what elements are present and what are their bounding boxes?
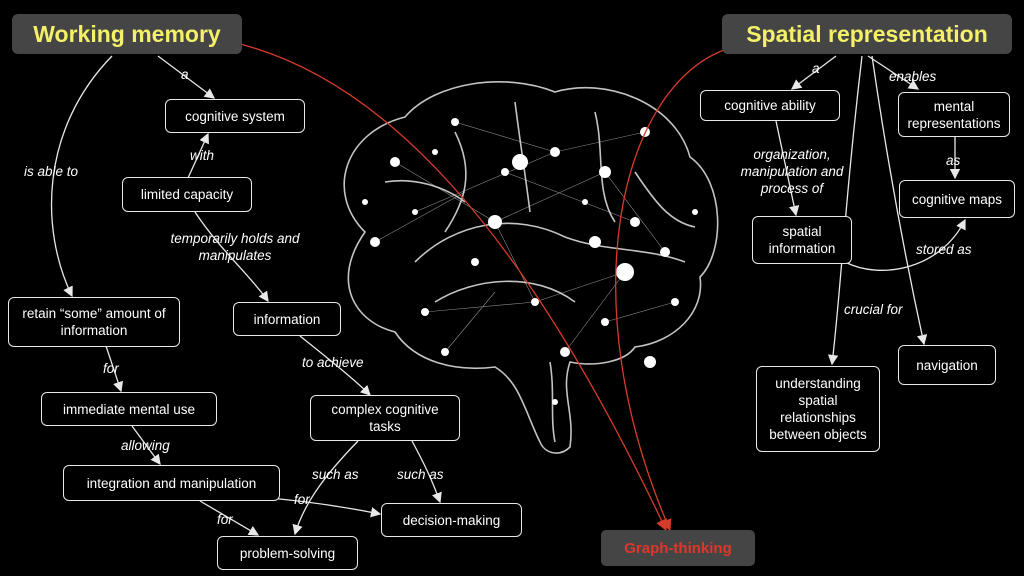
label-allowing: allowing: [121, 438, 170, 453]
label-a-left: a: [181, 67, 189, 82]
node-retain-information: retain “some” amount of information: [8, 297, 180, 347]
label-crucial-for: crucial for: [844, 302, 903, 317]
edge-information-complex: [299, 335, 371, 396]
node-information: information: [233, 302, 341, 336]
edge-immediate-integration: [131, 425, 161, 466]
edge-sr-mental: [867, 55, 920, 90]
node-integration-manipulation: integration and manipulation: [63, 465, 280, 501]
edge-retain-immediate: [105, 345, 124, 393]
brain-network-illustration: [343, 81, 719, 454]
edge-sr-graph-thinking: [615, 49, 725, 532]
label-is-able-to: is able to: [24, 164, 79, 179]
edge-wm-retain: [50, 55, 113, 298]
node-decision-making: decision-making: [381, 503, 522, 537]
label-a-right: a: [812, 61, 820, 76]
node-spatial-information: spatial information: [752, 216, 852, 264]
label-as: as: [946, 153, 961, 168]
label-to-achieve: to achieve: [302, 355, 364, 370]
working-memory-title: Working memory: [12, 14, 242, 54]
node-immediate-mental-use: immediate mental use: [41, 392, 217, 426]
edge-integration-problem: [199, 500, 260, 536]
edge-spatial-maps: [844, 218, 966, 271]
label-for-1: for: [103, 361, 119, 376]
label-such-as-1: such as: [312, 467, 359, 482]
node-problem-solving: problem-solving: [217, 536, 358, 570]
spatial-representation-title: Spatial representation: [722, 14, 1012, 54]
label-with: with: [190, 148, 215, 163]
label-stored-as: stored as: [916, 242, 972, 257]
label-organization: organization, manipulation and process o…: [740, 147, 844, 196]
label-such-as-2: such as: [397, 467, 444, 482]
node-understanding-spatial: understanding spatial relationships betw…: [756, 366, 880, 452]
node-mental-representations: mental representations: [898, 92, 1010, 137]
edge-wm-cognitive-system: [157, 55, 216, 99]
edge-complex-decision: [411, 440, 442, 504]
node-complex-cognitive-tasks: complex cognitive tasks: [310, 395, 460, 441]
edge-wm-graph-thinking: [239, 43, 667, 532]
node-cognitive-system: cognitive system: [165, 99, 305, 133]
edge-limited-capacity-system: [187, 132, 209, 179]
node-navigation: navigation: [898, 345, 996, 385]
label-enables: enables: [889, 69, 937, 84]
label-for-3: for: [217, 512, 233, 527]
edge-complex-problem: [292, 440, 359, 536]
graph-thinking-box: Graph-thinking: [601, 530, 755, 566]
edge-sr-ability: [790, 55, 837, 90]
edge-sr-navigation: [871, 55, 928, 346]
node-cognitive-maps: cognitive maps: [899, 180, 1015, 218]
node-cognitive-ability: cognitive ability: [700, 90, 840, 121]
node-limited-capacity: limited capacity: [122, 177, 252, 212]
edge-capacity-information: [194, 211, 269, 303]
label-for-2: for: [294, 492, 310, 507]
label-temporarily-holds: temporarily holds and manipulates: [170, 231, 300, 263]
edge-ability-spatial: [775, 120, 800, 217]
